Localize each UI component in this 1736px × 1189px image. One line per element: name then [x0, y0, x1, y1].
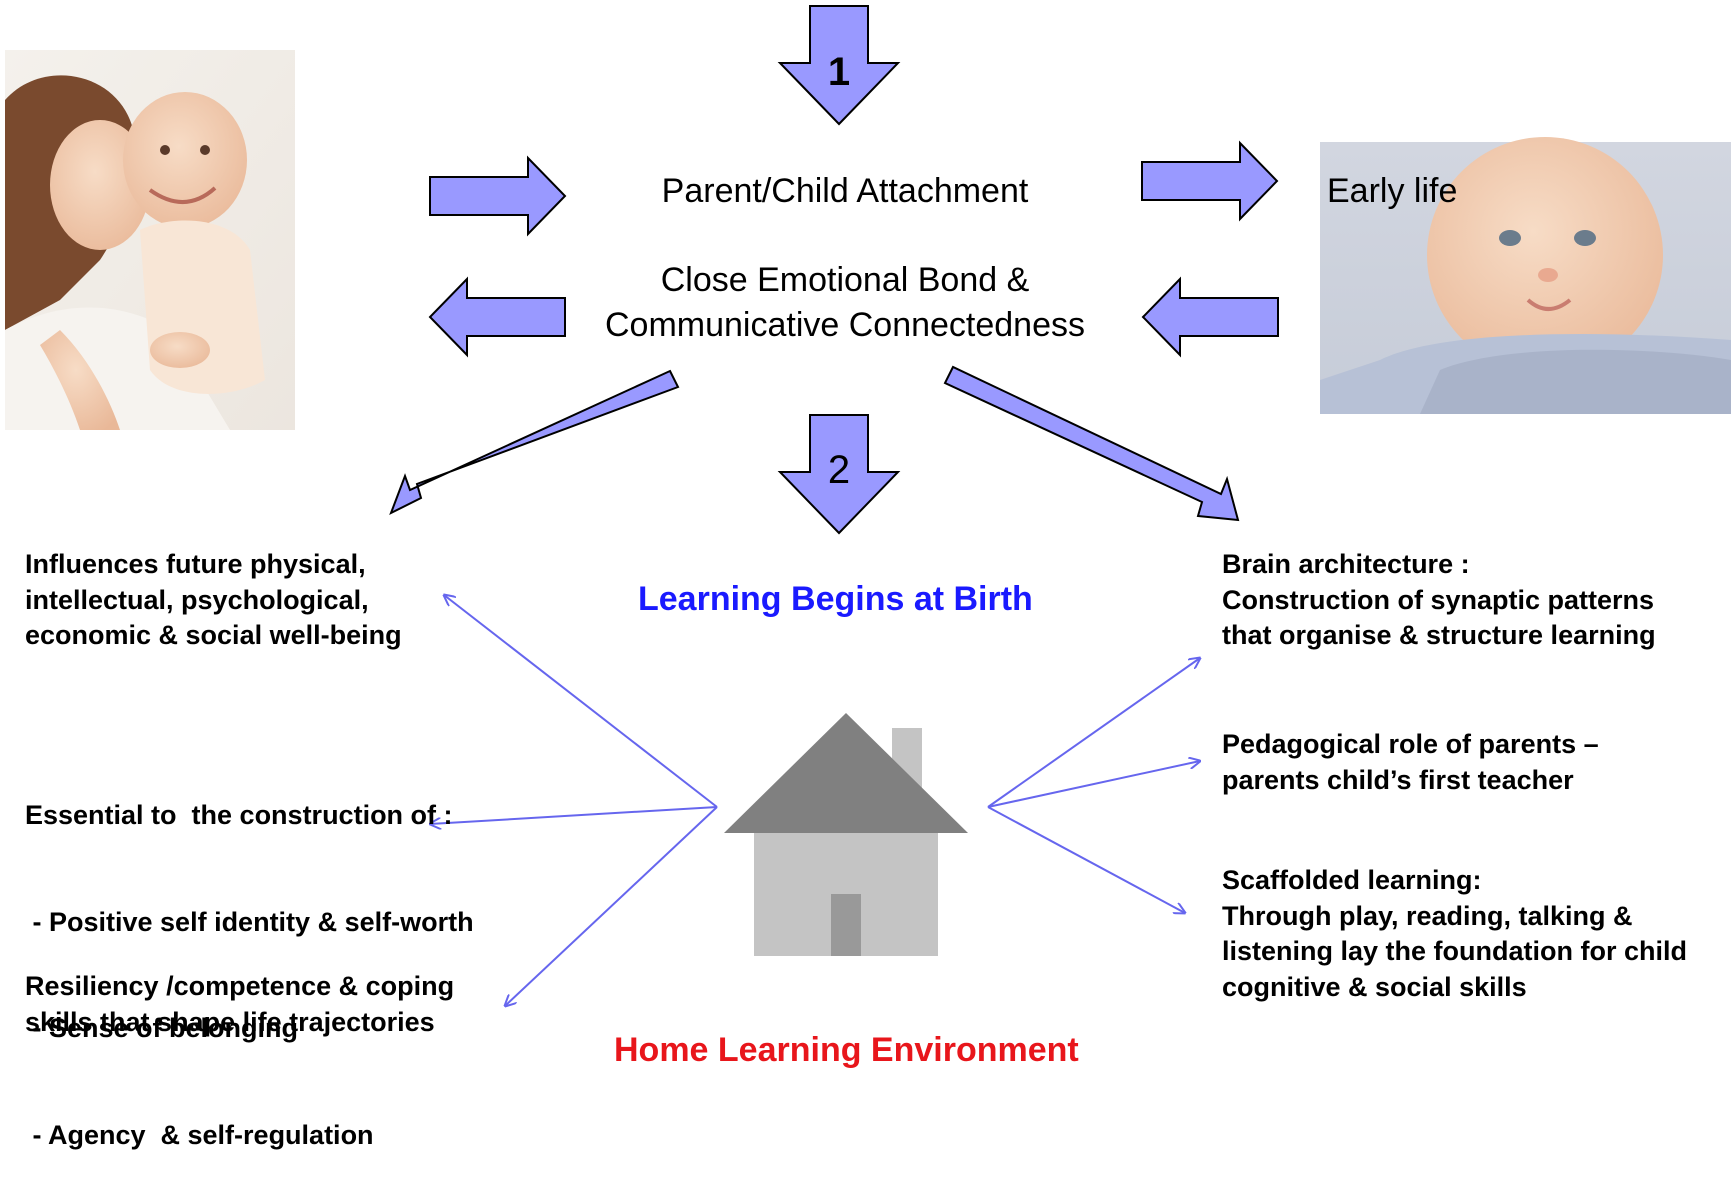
pedagogical-role-line: Pedagogical role of parents – [1222, 729, 1599, 759]
attachment-bond-line: Close Emotional Bond & [660, 261, 1030, 299]
early-life-label: Early life [1327, 172, 1458, 210]
scaffolded-learning-block: Scaffolded learning: Through play, readi… [1222, 863, 1687, 1005]
resiliency-line: skills that shape life trajectories [25, 1006, 435, 1037]
wellbeing-line: Influences future physical, [25, 549, 366, 579]
wellbeing-line: economic & social well-being [25, 620, 402, 650]
connector-to-brain-architecture [987, 658, 1200, 808]
resiliency-line: Resiliency /competence & coping [25, 971, 455, 1001]
connector-to-wellbeing [444, 595, 718, 808]
brain-architecture-block: Brain architecture : Construction of syn… [1222, 547, 1656, 654]
connector-to-scaffolded-learning [987, 806, 1185, 913]
scaffolded-learning-line: Scaffolded learning: [1222, 865, 1482, 895]
resiliency-block: Resiliency /competence & coping skills t… [25, 969, 454, 1040]
attachment-communication-line: Communicative Connectedness [604, 306, 1086, 344]
scaffolded-learning-line: Through play, reading, talking & [1222, 900, 1633, 931]
right-arrow-left-top [429, 155, 567, 237]
scaffolded-learning-line: listening lay the foundation for child [1222, 936, 1687, 966]
down-arrow-2 [777, 414, 901, 535]
diagonal-arrow-right [943, 365, 1240, 522]
mother-baby-photo [5, 50, 295, 430]
self-identity-line: - Sense of belonging [25, 1013, 299, 1043]
wellbeing-line: intellectual, psychological, [25, 584, 369, 615]
house-icon [724, 713, 968, 956]
connector-to-resiliency [505, 806, 718, 1006]
brain-architecture-line: Brain architecture : [1222, 549, 1470, 579]
brain-architecture-line: Construction of synaptic patterns [1222, 584, 1655, 615]
pedagogical-role-line: parents child’s first teacher [1222, 764, 1574, 795]
self-identity-block: Essential to the construction of : - Pos… [25, 727, 474, 1189]
attachment-title: Parent/Child Attachment [661, 172, 1029, 210]
learning-begins-heading: Learning Begins at Birth [638, 580, 1033, 618]
down-arrow-1 [777, 5, 901, 126]
wellbeing-block: Influences future physical, intellectual… [25, 547, 402, 654]
brain-architecture-line: that organise & structure learning [1222, 620, 1656, 650]
self-identity-line: Essential to the construction of : [25, 800, 453, 830]
connector-to-pedagogical-role [987, 761, 1200, 808]
diagonal-arrow-left [389, 369, 680, 516]
right-arrow-right-top [1141, 140, 1279, 222]
home-learning-heading: Home Learning Environment [614, 1031, 1079, 1069]
arrow-number-2: 2 [827, 448, 851, 492]
scaffolded-learning-line: cognitive & social skills [1222, 971, 1527, 1002]
left-arrow-right-bottom [1141, 276, 1279, 358]
pedagogical-role-block: Pedagogical role of parents – parents ch… [1222, 727, 1599, 798]
self-identity-line: - Agency & self-regulation [25, 1119, 374, 1150]
self-identity-line: - Positive self identity & self-worth [25, 906, 474, 937]
left-arrow-left-bottom [428, 276, 566, 358]
arrow-number-1: 1 [827, 50, 851, 94]
connector-to-self-identity [430, 806, 718, 824]
baby-photo [1320, 137, 1731, 414]
